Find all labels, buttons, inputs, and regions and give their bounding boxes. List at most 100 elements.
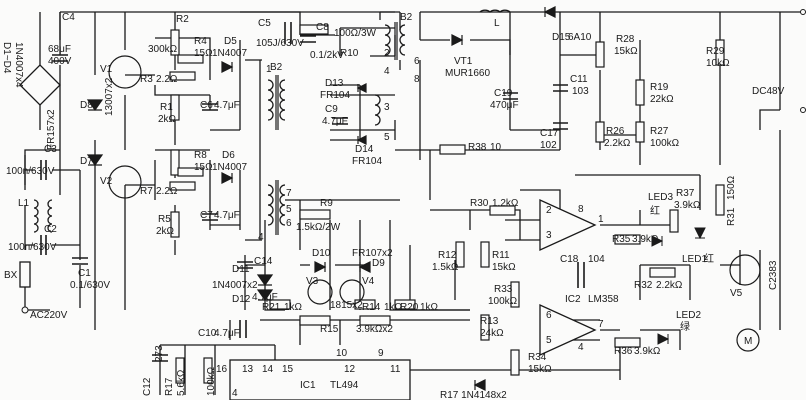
label-d11-12-val: 1N4007x2 (212, 280, 258, 291)
pin-ic2-3: 3 (546, 230, 552, 241)
pin-2: 2 (384, 48, 390, 59)
label-c3-val: 100n/630V (6, 166, 55, 177)
capacitor-c19 (503, 92, 518, 100)
transistor-v2 (108, 165, 142, 199)
label-r3-val: 2.2Ω (156, 74, 178, 85)
resistor-r33 (510, 281, 520, 308)
diode-d12 (256, 289, 274, 302)
transformer-b2-drive-primary (267, 79, 274, 121)
label-r28: R28 (616, 34, 635, 45)
label-r36-val: 3.9kΩ (634, 346, 661, 357)
label-r32-val: 2.2kΩ (656, 280, 683, 291)
pin-ic1-4: 4 (232, 388, 238, 399)
resistor-r7 (169, 181, 196, 191)
components (19, 6, 806, 400)
label-r2-val: 300kΩ (148, 44, 178, 55)
resistor-r15 (299, 315, 331, 326)
label-vt1: VT1 (454, 56, 473, 67)
label-c18: C18 (560, 254, 579, 265)
resistor-r1 (170, 94, 180, 121)
label-r26-val: 2.2kΩ (604, 138, 631, 149)
label-d5: D5 (224, 36, 237, 47)
label-r28-val: 15kΩ (614, 46, 638, 57)
resistor-r2 (170, 29, 180, 56)
label-r30-val: 1.2kΩ (492, 198, 519, 209)
ac-terminal (21, 306, 29, 314)
inductor-l1 (33, 199, 39, 233)
resistor-r17 (175, 357, 185, 384)
label-r10: R10 (340, 48, 359, 59)
label-r8: R8 (194, 150, 207, 161)
label-100k: 100kΩ (206, 366, 217, 396)
label-led3-color: 红 (650, 204, 660, 217)
pin-ic1-13: 13 (242, 364, 254, 375)
diode-vt1 (451, 34, 464, 46)
pin-ic2-5: 5 (546, 335, 552, 346)
resistor-r27 (635, 121, 645, 143)
pin-ic2-1: 1 (598, 214, 604, 225)
label-r7-val: 2.2Ω (156, 186, 178, 197)
label-c4-val2: 400V (48, 56, 72, 67)
label-r9-val: 1.5kΩ/2W (296, 222, 341, 233)
label-r11-val: 15kΩ (492, 262, 516, 273)
label-v4: V4 (362, 276, 375, 287)
capacitor-c18 (577, 262, 585, 288)
label-r2: R2 (176, 14, 189, 25)
ic1-tl494 (229, 359, 411, 400)
label-d14: D14 (355, 144, 374, 155)
label-d13-val: FR104 (320, 90, 350, 101)
label-ic2-val: LM358 (588, 294, 619, 305)
label-r11: R11 (492, 250, 510, 261)
label-r19-val: 22kΩ (650, 94, 674, 105)
diode-d15 (543, 6, 556, 18)
pin-ic2-4: 4 (578, 342, 584, 353)
label-dc48v: DC48V (752, 86, 785, 97)
dc-out-terminal (800, 9, 806, 15)
label-r7: R7 (140, 186, 153, 197)
label-r36: R36 (614, 346, 633, 357)
led-led1 (694, 227, 706, 240)
pin-ic2-6: 6 (546, 310, 552, 321)
label-r10-val: 100Ω/3W (334, 28, 377, 39)
label-r13: R13 (480, 316, 499, 327)
label-c10: C10 (198, 328, 217, 339)
diode-d8 (86, 99, 104, 112)
label-c11: C11 (570, 74, 588, 85)
label-r35: R35 (612, 234, 631, 245)
label-r31-val: 150Ω (726, 175, 737, 200)
pin-4: 4 (384, 66, 390, 77)
diode-d-bottom (473, 379, 486, 391)
resistor-r20 (394, 299, 416, 310)
label-r12-val: 1.5kΩ (432, 262, 459, 273)
led-led3 (651, 235, 664, 247)
capacitor-c12 (152, 354, 168, 362)
label-r21: R21 (262, 302, 281, 313)
label-d15-val: 6A10 (568, 32, 592, 43)
label-r27: R27 (650, 126, 669, 137)
capacitor-c2 (40, 235, 47, 255)
label-c2: C2 (44, 224, 57, 235)
transformer-b2-main (384, 24, 391, 56)
label-d6: D6 (222, 150, 235, 161)
pin-ic2-2: 2 (546, 205, 552, 216)
resistor-r36 (614, 337, 641, 348)
resistor-r3 (169, 71, 196, 81)
diode-d10 (314, 261, 327, 273)
label-d9-10-val: FR107x2 (352, 248, 393, 259)
label-c9: C9 (325, 104, 338, 115)
capacitor-c14 (237, 261, 253, 269)
pin-ic2-7: 7 (598, 319, 604, 330)
capacitor-c17 (553, 122, 568, 130)
label-ic1: IC1 (300, 380, 316, 391)
pin-1-b2: 1 (266, 64, 272, 75)
label-c8-val: 0.1/2kV (310, 50, 344, 61)
label-c14-val: 4.7μF (252, 292, 278, 303)
resistor-r4 (177, 54, 204, 64)
label-r20-val: 1kΩ (420, 302, 439, 313)
label-c5-val: 105J/630V (256, 38, 304, 49)
pin-6-b2: 6 (286, 218, 292, 229)
capacitor-c1 (72, 257, 88, 265)
resistor-r30 (489, 205, 516, 216)
label-r5-val: 2kΩ (156, 226, 175, 237)
label-v5-val: C2383 (768, 260, 779, 290)
